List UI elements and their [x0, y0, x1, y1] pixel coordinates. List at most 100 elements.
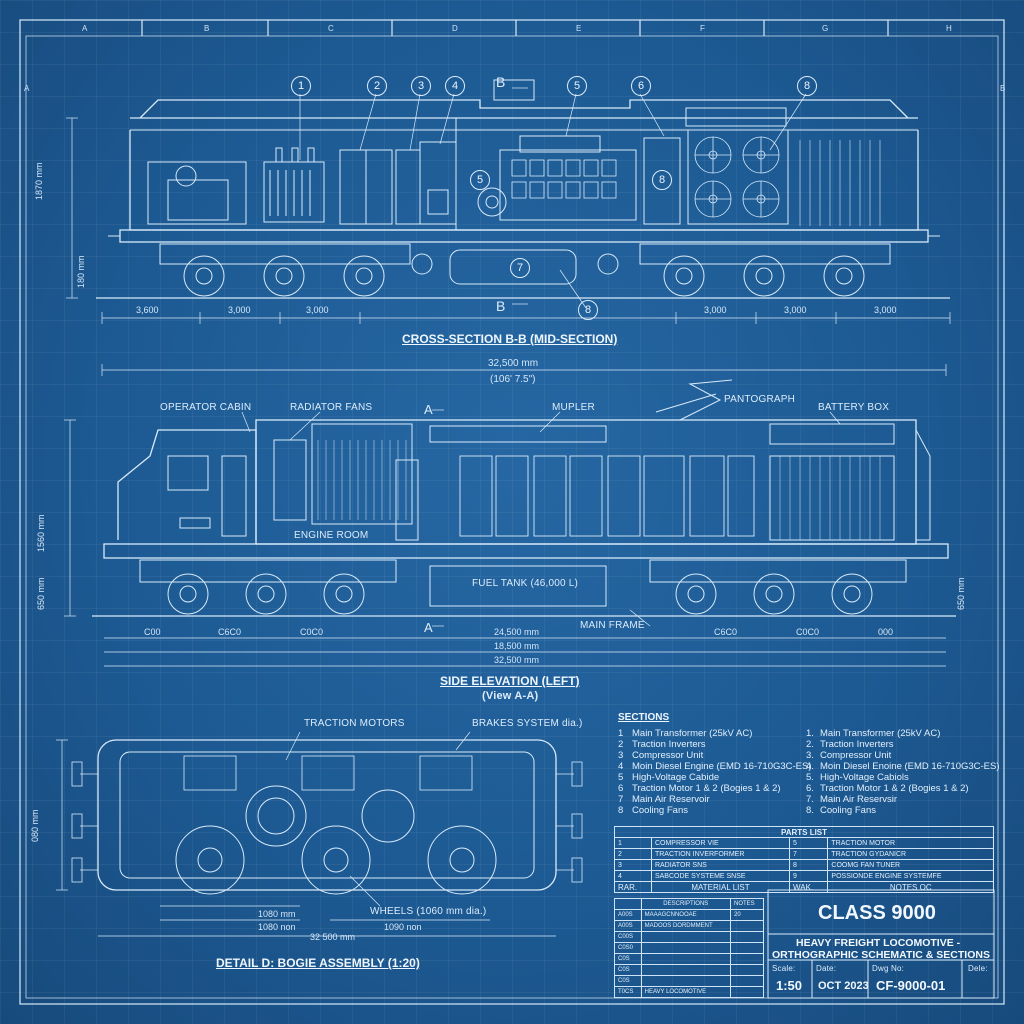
list-item: 5.High-Voltage Cabiols	[806, 772, 909, 783]
label-radiator-fans: RADIATOR FANS	[290, 402, 373, 413]
dim-32500: 32,500 mm	[494, 655, 540, 665]
drawing-description-2: ORTHOGRAPHIC SCHEMATIC & SECTIONS	[772, 949, 990, 961]
side-elevation-view	[64, 364, 956, 667]
list-item: 4.Moin Diesel Enoine (EMD 16-710G3C-ES)	[806, 761, 1000, 772]
callout-6: 6	[631, 76, 651, 96]
callout-3: 3	[411, 76, 431, 96]
table-cell: 2	[614, 848, 652, 860]
dwg-label: Dwg No:	[872, 964, 905, 973]
table-cell: WAK.	[789, 881, 829, 893]
callout-5-inline: 5	[470, 170, 490, 190]
table-cell: COMPRESSOR VIE	[650, 837, 791, 849]
side-height-dim: 1560 mm	[36, 514, 46, 552]
table-cell: 3	[614, 859, 652, 871]
parts-list-heading: PARTS LIST	[614, 826, 994, 838]
section-mark-a-top: A	[424, 402, 433, 417]
frame-letter: B	[1000, 84, 1006, 93]
side-bottom-dim: C6C0	[714, 627, 738, 637]
table-cell: 8	[789, 859, 829, 871]
cross-bottom-dim: 3,000	[874, 305, 897, 315]
drawing-description-1: HEAVY FREIGHT LOCOMOTIVE -	[796, 937, 961, 949]
side-right-dim: 650 mm	[956, 577, 966, 610]
frame-letter: C	[328, 24, 334, 33]
table-header: NOTES	[730, 898, 764, 910]
bogie-height-dim: 080 mm	[30, 809, 40, 842]
bogie-dim: 1090 non	[384, 922, 422, 932]
table-cell: 1	[614, 837, 652, 849]
cross-bottom-dim: 3,000	[306, 305, 329, 315]
side-elevation-subtitle: (View A-A)	[482, 690, 539, 702]
section-mark-a-bottom: A	[424, 620, 433, 635]
table-row: C00S	[614, 931, 764, 943]
sections-list-right: 1.Main Transformer (25kV AC) 2.Traction …	[806, 728, 1000, 816]
table-cell: HEAVY LOCOMOTIVE	[640, 986, 732, 998]
table-row: C0S0	[614, 942, 764, 954]
table-cell	[640, 975, 732, 987]
table-cell	[730, 964, 764, 976]
label-operator-cabin: OPERATOR CABIN	[160, 402, 252, 413]
label-battery-box: BATTERY BOX	[818, 402, 890, 413]
side-bottom-dim: 000	[878, 627, 894, 637]
cross-height-dim: 1870 mm	[34, 162, 44, 200]
table-cell: 9	[789, 870, 829, 882]
label-wheels: WHEELS (1060 mm dia.)	[370, 906, 487, 917]
dim-18500: 18,500 mm	[494, 641, 540, 651]
cross-section-title: CROSS-SECTION B-B (MID-SECTION)	[402, 332, 618, 346]
frame-letter: A	[82, 24, 88, 33]
table-cell: MADOOS DORDMMENT	[640, 920, 732, 932]
overall-length-imperial: (106' 7.5")	[490, 374, 536, 385]
frame-letter: A	[24, 84, 30, 93]
label-brakes-system: BRAKES SYSTEM dia.)	[472, 718, 583, 729]
side-bottom-dim: C6C0	[218, 627, 242, 637]
label-fuel-tank: FUEL TANK (46,000 L)	[472, 578, 579, 589]
label-muffler: MUPLER	[552, 402, 595, 413]
table-row: C0S	[614, 975, 764, 987]
bogie-detail-view	[56, 731, 583, 937]
table-cell	[730, 986, 764, 998]
table-cell: SABCODE SYSTEME SNSE	[650, 870, 791, 882]
table-cell: 7	[789, 848, 829, 860]
callout-4: 4	[445, 76, 465, 96]
label-engine-room: ENGINE ROOM	[294, 530, 369, 541]
list-item: 8.Cooling Fans	[806, 805, 876, 816]
extra-label: Dele:	[968, 964, 988, 973]
bogie-dim: 1080 non	[258, 922, 296, 932]
callout-2: 2	[367, 76, 387, 96]
cross-bottom-dim: 3,000	[704, 305, 727, 315]
table-cell	[640, 931, 732, 943]
section-mark-bottom: B	[496, 298, 506, 314]
callout-5: 5	[567, 76, 587, 96]
side-bottom-dim: C0C0	[796, 627, 820, 637]
table-cell: NOTES OC	[827, 881, 994, 893]
table-row: C0S	[614, 953, 764, 965]
model-title: CLASS 9000	[818, 902, 936, 924]
list-item: 7.Main Air Reservsir	[806, 794, 898, 805]
table-cell: C00S	[614, 931, 642, 943]
bogie-title: DETAIL D: BOGIE ASSEMBLY (1:20)	[216, 956, 420, 970]
list-item: 2.Traction Inverters	[806, 739, 894, 750]
table-cell	[730, 975, 764, 987]
label-pantograph: PANTOGRAPH	[724, 394, 796, 405]
frame-letter: G	[822, 24, 829, 33]
table-cell: A00S	[614, 909, 642, 921]
side-bottom-dim: C00	[144, 627, 161, 637]
table-cell: RAR.	[614, 881, 652, 893]
section-mark-top: B	[496, 74, 506, 90]
table-cell: MAAAGCNNOOAE	[640, 909, 732, 921]
table-cell: TRACTION INVERFORMER	[650, 848, 791, 860]
table-cell: C0S	[614, 964, 642, 976]
frame-letter: D	[452, 24, 458, 33]
table-cell	[730, 953, 764, 965]
table-cell	[730, 942, 764, 954]
